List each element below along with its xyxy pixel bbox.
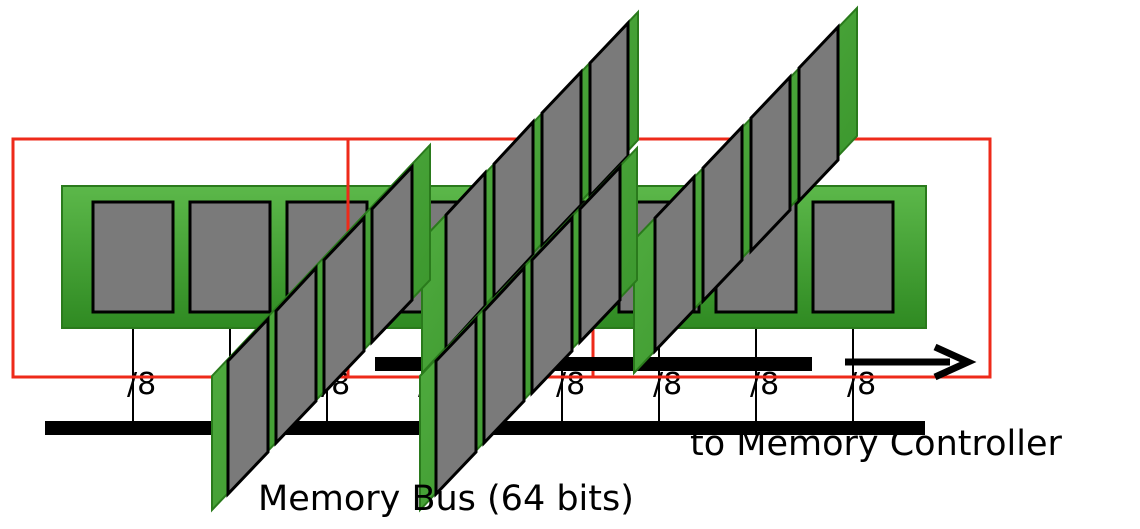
memory-bus-label: Memory Bus (64 bits) bbox=[258, 479, 634, 519]
dram-chip bbox=[91, 200, 175, 314]
width-label: /8 bbox=[750, 367, 779, 402]
controller-label: to Memory Controller bbox=[690, 424, 1063, 464]
dram-chip bbox=[188, 200, 272, 314]
width-label: /8 bbox=[653, 367, 682, 402]
diagonal-module-front-left bbox=[211, 142, 431, 513]
width-label: /8 bbox=[847, 367, 876, 402]
diagonal-module-back-right bbox=[633, 5, 858, 376]
width-label: /8 bbox=[556, 367, 585, 402]
arrow-head-icon bbox=[933, 343, 977, 381]
width-label: /8 bbox=[127, 367, 156, 402]
dram-chip bbox=[811, 200, 895, 314]
diagonal-module-front-right bbox=[419, 145, 638, 513]
diagonal-module-back-left bbox=[421, 9, 639, 376]
